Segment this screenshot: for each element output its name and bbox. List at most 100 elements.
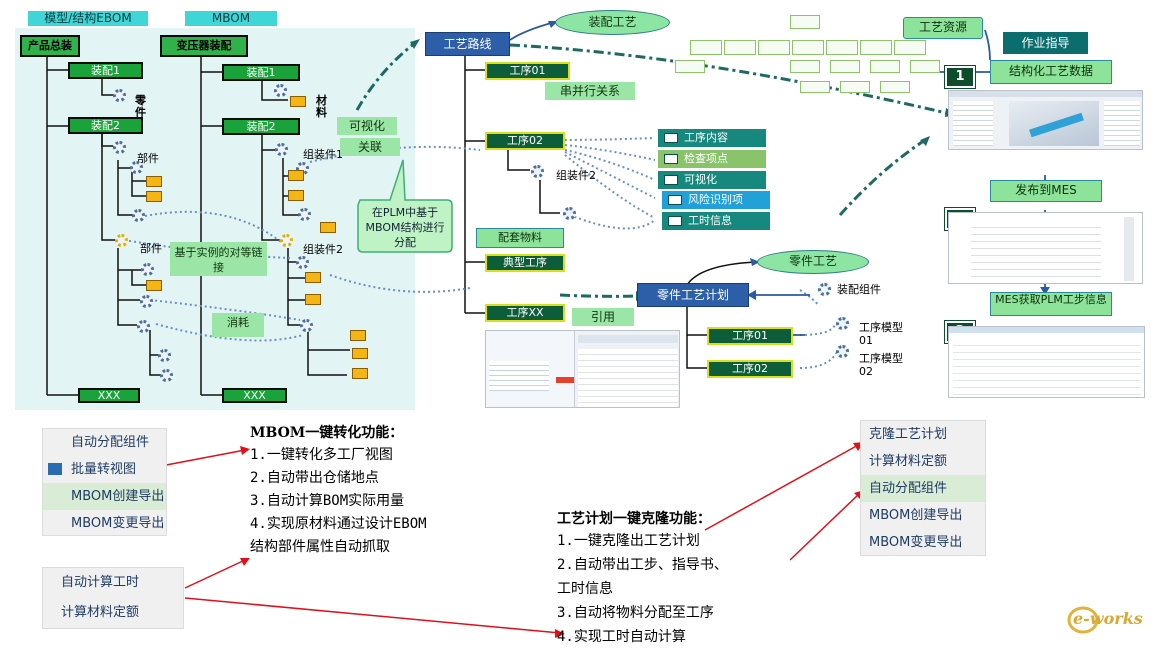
item-op-content[interactable]: 工序内容 xyxy=(658,129,766,147)
mbom-assembly2-node[interactable]: 装配2 xyxy=(222,118,300,135)
plan-op01-node[interactable]: 工序01 xyxy=(707,327,793,345)
process-resources-label[interactable]: 工艺资源 xyxy=(903,17,983,39)
assembly-process-node[interactable]: 装配工艺 xyxy=(555,10,670,35)
gear-icon xyxy=(158,349,171,362)
part-icon xyxy=(350,330,366,341)
gear-icon xyxy=(836,317,849,330)
item-inspection[interactable]: 检查项点 xyxy=(658,150,766,168)
step3-screenshot xyxy=(948,326,1145,398)
mbom-function-title: MBOM一键转化功能： xyxy=(250,425,404,441)
process-resources-tree xyxy=(675,15,940,100)
mbom-function-line: 4.实现原材料通过设计EBOM xyxy=(250,516,427,532)
list-icon xyxy=(664,175,678,185)
menu-calc-material-quota[interactable]: 计算材料定额 xyxy=(61,605,140,620)
op02-node[interactable]: 工序02 xyxy=(485,132,565,150)
list-icon xyxy=(668,195,682,205)
mbom-function-block: MBOM一键转化功能： 1.一键转化多工厂视图 2.自动带出仓储地点 3.自动计… xyxy=(250,422,427,559)
menu-calc-material-quota-2[interactable]: 计算材料定额 xyxy=(869,454,948,469)
plm-callout-shape xyxy=(357,159,453,253)
menu-clone-plan[interactable]: 克隆工艺计划 xyxy=(869,427,948,442)
logo-text: e-works xyxy=(1073,609,1143,628)
part-icon xyxy=(305,272,321,283)
clone-function-title: 工艺计划一键克隆功能： xyxy=(557,511,711,527)
item-labor-time-label: 工时信息 xyxy=(688,214,732,227)
visualize-label: 可视化 xyxy=(337,117,397,135)
ebom-assembly1-node[interactable]: 装配1 xyxy=(68,62,143,79)
opxx-node[interactable]: 工序XX xyxy=(485,304,565,322)
gear-icon xyxy=(132,209,145,222)
step1-number: 1 xyxy=(944,65,976,89)
material-label: 材料 xyxy=(316,94,327,119)
mbom-assembly1-node[interactable]: 装配1 xyxy=(222,64,300,81)
gear-icon xyxy=(280,234,293,247)
gear-icon xyxy=(130,161,143,174)
gear-icon xyxy=(296,256,309,269)
gear-icon xyxy=(274,84,287,97)
menu-batch-convert-label: 批量转视图 xyxy=(71,462,137,477)
part-process-node[interactable]: 零件工艺 xyxy=(757,250,869,274)
process-route-node[interactable]: 工艺路线 xyxy=(425,32,510,56)
item-risk[interactable]: 风险识别项 xyxy=(662,191,770,209)
gear-icon xyxy=(818,283,831,296)
gear-icon xyxy=(141,263,154,276)
ebom-assembly2-node[interactable]: 装配2 xyxy=(68,117,143,134)
part-icon xyxy=(146,191,162,202)
op01-node[interactable]: 工序01 xyxy=(485,62,570,80)
plan-op02-node[interactable]: 工序02 xyxy=(707,360,793,378)
convert-icon xyxy=(48,463,62,475)
item-visualize[interactable]: 可视化 xyxy=(658,171,766,189)
typical-op-node[interactable]: 典型工序 xyxy=(485,254,565,272)
menu-mbom-change-export-2[interactable]: MBOM变更导出 xyxy=(869,535,963,550)
menu-batch-convert[interactable]: 批量转视图 xyxy=(43,456,166,483)
gear-icon xyxy=(115,234,128,247)
part-plan-node[interactable]: 零件工艺计划 xyxy=(637,283,749,307)
reference-label: 引用 xyxy=(572,308,634,326)
product-root-node[interactable]: 产品总装 xyxy=(20,35,80,57)
instance-link-label: 基于实例的对等链接 xyxy=(170,242,267,276)
clone-function-line: 1.一键克隆出工艺计划 xyxy=(557,533,700,549)
gear-icon xyxy=(113,89,126,102)
group1-label: 组装件1 xyxy=(303,148,343,161)
logo-swoosh xyxy=(1067,606,1099,634)
menu-mbom-create-export[interactable]: MBOM创建导出 xyxy=(43,483,166,510)
list-icon xyxy=(664,133,678,143)
calc-menu: 自动计算工时 计算材料定额 xyxy=(42,567,184,629)
bom-panel xyxy=(15,28,415,410)
menu-auto-assign-2[interactable]: 自动分配组件 xyxy=(861,475,985,502)
menu-auto-assign[interactable]: 自动分配组件 xyxy=(71,435,150,450)
group2-label: 组装件2 xyxy=(303,243,343,256)
mbom-header: MBOM xyxy=(185,11,277,26)
list-icon xyxy=(664,154,678,164)
part-icon xyxy=(352,348,368,359)
menu-mbom-change-export[interactable]: MBOM变更导出 xyxy=(71,516,165,531)
mbom-function-line: 3.自动计算BOM实际用量 xyxy=(250,493,405,509)
part-icon xyxy=(290,96,306,107)
menu-mbom-create-export-2[interactable]: MBOM创建导出 xyxy=(869,508,963,523)
menu-auto-calc-time[interactable]: 自动计算工时 xyxy=(61,575,140,590)
item-labor-time[interactable]: 工时信息 xyxy=(662,212,770,230)
item-visualize-label: 可视化 xyxy=(684,173,717,186)
gear-icon xyxy=(113,141,126,154)
mbom-xxx-node[interactable]: XXX xyxy=(222,388,287,403)
gear-icon xyxy=(300,319,313,332)
part-icon xyxy=(146,280,162,291)
gear-icon xyxy=(563,207,576,220)
step3-label: MES获取PLM工步信息 xyxy=(990,292,1112,316)
list-icon xyxy=(668,216,682,226)
transformer-root-node[interactable]: 变压器装配 xyxy=(160,35,248,57)
gear-icon xyxy=(160,369,173,382)
e-works-logo: e-works xyxy=(1065,605,1147,635)
associate-label: 关联 xyxy=(340,138,400,156)
clone-function-line: 4.实现工时自动计算 xyxy=(557,629,686,645)
item-inspection-label: 检查项点 xyxy=(684,152,728,165)
ebom-xxx-node[interactable]: XXX xyxy=(78,388,140,403)
part-icon xyxy=(305,294,321,305)
clone-function-line: 2.自动带出工步、指导书、 xyxy=(557,557,728,573)
gear-icon xyxy=(137,320,150,333)
work-guidance-header: 作业指导 xyxy=(1003,32,1088,54)
gear-icon xyxy=(531,165,544,178)
process-software-screenshot xyxy=(485,330,680,408)
part-icon xyxy=(288,190,304,201)
ebom-header: 模型/结构EBOM xyxy=(28,11,148,26)
step2-label: 发布到MES xyxy=(990,180,1102,202)
